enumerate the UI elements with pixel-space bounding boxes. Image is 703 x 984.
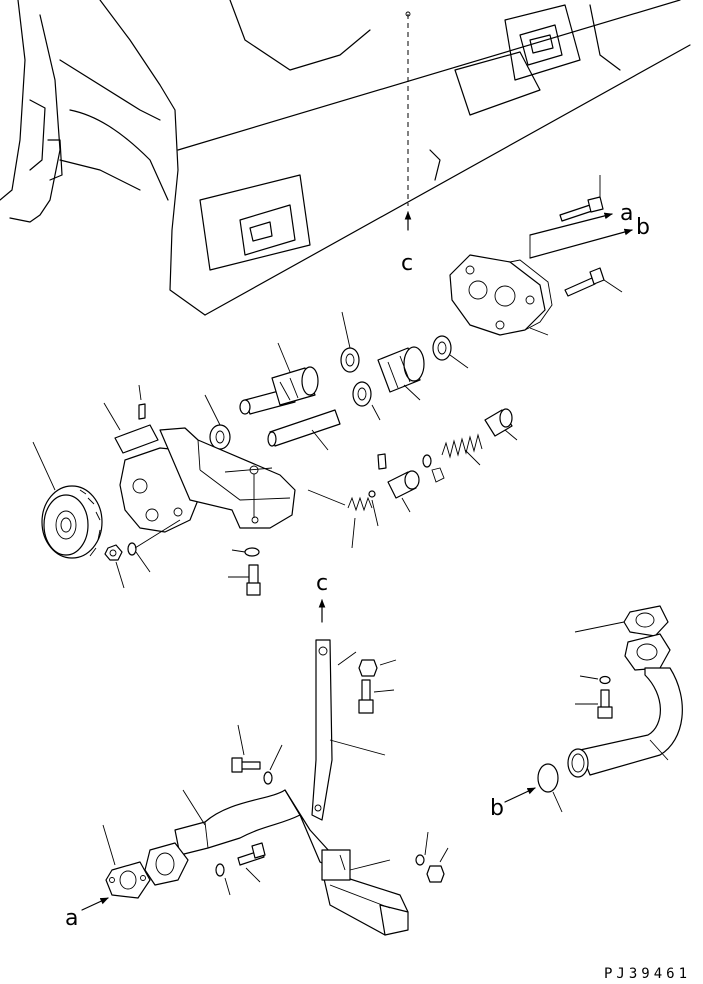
suction-strainer	[321, 849, 409, 936]
drive-gear-with-shaft	[239, 342, 319, 415]
pump-gear-wheel	[32, 441, 103, 559]
relief-spring-small	[347, 496, 373, 549]
stay-nut-upper	[337, 651, 397, 677]
idler-shaft	[267, 409, 341, 451]
delivery-washer	[579, 675, 611, 685]
strainer-washer	[415, 831, 429, 866]
reference-arrow-a-bottom	[81, 897, 109, 911]
flange-washer	[215, 863, 231, 896]
label-c-mid: c	[316, 571, 328, 596]
reference-arrow-b-bottom	[504, 787, 536, 803]
reference-line-c	[404, 11, 412, 231]
label-a-top: a	[620, 201, 633, 226]
label-b-top: b	[636, 215, 650, 240]
relief-spring-large	[441, 433, 483, 466]
stay-bolt-lower	[231, 724, 261, 773]
driven-gear	[377, 346, 425, 401]
pump-body	[119, 427, 296, 533]
drawing-code: PJ39461	[604, 966, 691, 982]
delivery-pipe	[567, 667, 683, 778]
bushing-3	[432, 335, 469, 369]
bushing-1	[340, 311, 360, 373]
strainer-nut	[426, 847, 449, 883]
pump-body-bracket	[103, 402, 159, 454]
mount-bolt	[228, 564, 261, 596]
cover-bolt-upper	[559, 175, 604, 222]
dowel-pin-1	[138, 384, 146, 420]
gear-nut	[104, 544, 125, 589]
label-b-bottom: b	[490, 796, 504, 821]
relief-pin	[307, 453, 387, 506]
bushing-2	[352, 381, 381, 421]
delivery-flange	[624, 633, 671, 671]
pump-cover	[449, 254, 553, 336]
flange-bolt	[237, 842, 266, 883]
label-a-bottom: a	[65, 906, 78, 931]
stay-bolt-upper	[358, 679, 395, 714]
cover-bolt-lower	[564, 267, 623, 297]
engine-block	[0, 0, 691, 316]
delivery-o-ring	[537, 763, 563, 813]
relief-clip	[431, 467, 445, 483]
relief-valve	[387, 470, 420, 513]
gear-washer	[127, 519, 181, 573]
mount-washer	[231, 547, 260, 557]
flange-gasket	[102, 824, 151, 899]
relief-ball	[368, 490, 379, 527]
label-c-top: c	[401, 251, 413, 276]
arrows-a-b-top	[529, 212, 633, 259]
bushing-4	[204, 394, 231, 450]
delivery-bolt	[575, 689, 613, 719]
delivery-gasket	[574, 605, 669, 637]
relief-plug	[484, 408, 518, 441]
stay-washer-lower	[263, 744, 283, 785]
relief-washer	[422, 454, 432, 468]
pipe-stay	[311, 639, 386, 821]
